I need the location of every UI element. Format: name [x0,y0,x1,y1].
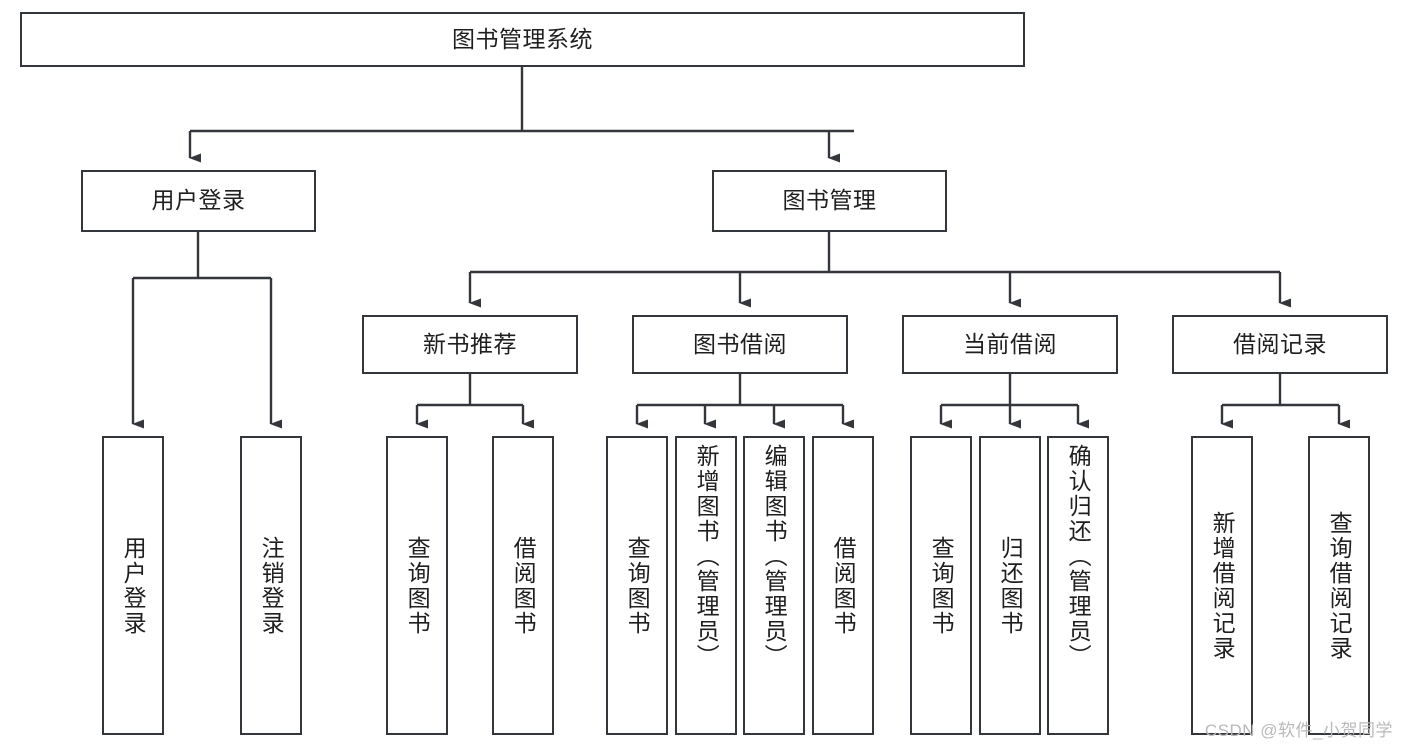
node-new-book-recommend-label: 新书推荐 [423,330,517,357]
node-leaf-edit-book-admin[interactable]: 编辑图书（管理员） [743,436,805,735]
node-leaf-borrow-book-b-label: 借阅图书 [830,535,857,636]
node-leaf-add-book-admin[interactable]: 新增图书（管理员） [675,436,737,735]
node-leaf-query-book-a-label: 查询图书 [404,535,431,636]
node-leaf-query-book-c[interactable]: 查询图书 [910,436,972,735]
node-leaf-borrow-book-a[interactable]: 借阅图书 [492,436,554,735]
node-current-borrow[interactable]: 当前借阅 [902,315,1118,374]
node-root-system[interactable]: 图书管理系统 [20,12,1025,67]
node-borrow-record-label: 借阅记录 [1233,330,1327,357]
node-leaf-query-book-c-label: 查询图书 [928,535,955,636]
node-leaf-user-login[interactable]: 用户登录 [102,436,164,735]
node-leaf-logout-label: 注销登录 [258,535,285,636]
node-book-borrow-label: 图书借阅 [693,330,787,357]
node-leaf-query-book-b[interactable]: 查询图书 [606,436,668,735]
node-leaf-return-book-label: 归还图书 [997,535,1024,636]
node-leaf-confirm-return-admin[interactable]: 确认归还（管理员） [1047,436,1109,735]
node-leaf-query-book-b-label: 查询图书 [624,535,651,636]
node-leaf-add-borrow-record[interactable]: 新增借阅记录 [1191,436,1253,735]
node-new-book-recommend[interactable]: 新书推荐 [362,315,578,374]
node-user-login[interactable]: 用户登录 [81,170,316,232]
node-leaf-user-login-label: 用户登录 [120,535,147,636]
node-user-login-label: 用户登录 [151,187,246,214]
node-current-borrow-label: 当前借阅 [963,330,1057,357]
node-borrow-record[interactable]: 借阅记录 [1172,315,1388,374]
node-leaf-borrow-book-b[interactable]: 借阅图书 [812,436,874,735]
node-leaf-logout[interactable]: 注销登录 [240,436,302,735]
node-leaf-return-book[interactable]: 归还图书 [979,436,1041,735]
node-leaf-query-book-a[interactable]: 查询图书 [386,436,448,735]
node-leaf-confirm-return-admin-label: 确认归还（管理员） [1065,444,1092,669]
node-leaf-add-borrow-record-label: 新增借阅记录 [1209,510,1236,661]
node-leaf-query-borrow-record-label: 查询借阅记录 [1326,510,1353,661]
node-leaf-query-borrow-record[interactable]: 查询借阅记录 [1308,436,1370,735]
node-root-system-label: 图书管理系统 [452,25,593,52]
node-book-manage-label: 图书管理 [782,187,877,214]
node-leaf-borrow-book-a-label: 借阅图书 [510,535,537,636]
node-book-borrow[interactable]: 图书借阅 [632,315,848,374]
node-book-manage[interactable]: 图书管理 [712,170,947,232]
node-leaf-edit-book-admin-label: 编辑图书（管理员） [761,444,788,669]
node-leaf-add-book-admin-label: 新增图书（管理员） [693,444,720,669]
